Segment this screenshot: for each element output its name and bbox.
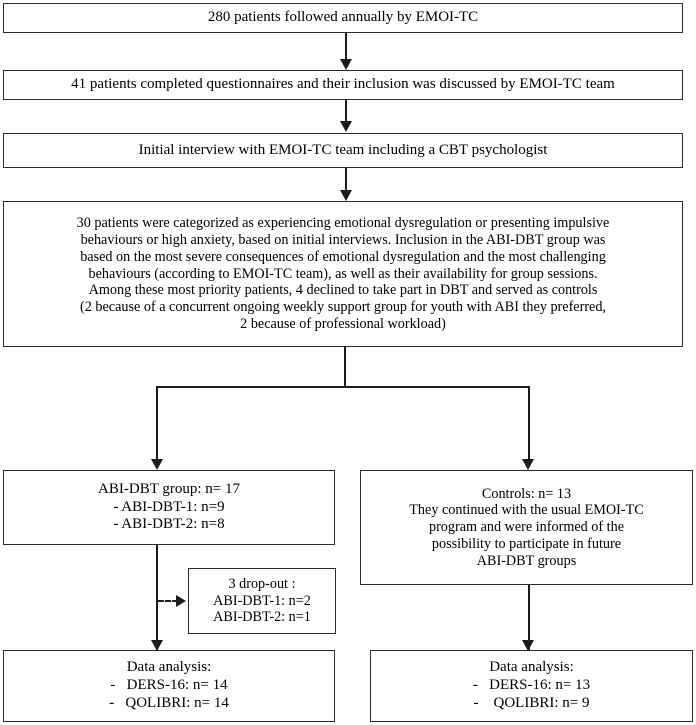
node-analysis-abi-dbt-line-0: Data analysis: bbox=[126, 659, 212, 676]
connector-categorized-stem bbox=[344, 347, 347, 388]
arrowhead-interview-to-categorized bbox=[339, 190, 352, 201]
node-categorized-line-6: 2 because of professional workload) bbox=[240, 315, 446, 332]
arrowhead-questionnaires-to-interview bbox=[339, 121, 352, 132]
arrowhead-screened-to-questionnaires bbox=[339, 59, 352, 70]
connector-abi-dbt-to-analysis bbox=[156, 545, 159, 650]
node-controls-line-1: They continued with the usual EMOI-TC bbox=[409, 502, 644, 519]
node-initial-interview-line-0: Initial interview with EMOI-TC team incl… bbox=[138, 141, 548, 158]
node-screened: 280 patients followed annually by EMOI-T… bbox=[3, 3, 683, 33]
node-categorized-line-2: based on the most severe consequences of… bbox=[80, 248, 606, 265]
node-categorized-line-3: behaviours (according to EMOI-TC team), … bbox=[88, 265, 598, 282]
node-categorized: 30 patients were categorized as experien… bbox=[3, 201, 683, 347]
node-dropout-line-2: ABI-DBT-2: n=1 bbox=[213, 609, 311, 626]
node-analysis-controls-line-0: Data analysis: bbox=[489, 659, 574, 676]
node-abi-dbt-group-line-2: - ABI-DBT-2: n=8 bbox=[113, 516, 225, 533]
arrowhead-to-controls bbox=[522, 459, 534, 470]
connector-controls-to-analysis bbox=[527, 585, 530, 650]
node-questionnaires-line-0: 41 patients completed questionnaires and… bbox=[71, 76, 615, 93]
connector-interview-to-categorized bbox=[345, 168, 348, 190]
node-analysis-controls-line-1: - DERS-16: n= 13 bbox=[472, 677, 591, 694]
connector-split-right bbox=[527, 386, 530, 462]
node-dropout-line-0: 3 drop-out : bbox=[228, 575, 296, 592]
connector-split-left bbox=[156, 386, 159, 462]
node-categorized-line-4: Among these most priority patients, 4 de… bbox=[88, 282, 598, 299]
connector-questionnaires-to-interview bbox=[345, 100, 348, 122]
node-dropout-line-1: ABI-DBT-1: n=2 bbox=[213, 592, 311, 609]
node-categorized-line-0: 30 patients were categorized as experien… bbox=[76, 215, 610, 232]
node-dropout: 3 drop-out : ABI-DBT-1: n=2 ABI-DBT-2: n… bbox=[188, 568, 336, 634]
node-abi-dbt-group-line-0: ABI-DBT group: n= 17 bbox=[98, 480, 240, 497]
node-abi-dbt-group: ABI-DBT group: n= 17 - ABI-DBT-1: n=9 - … bbox=[3, 470, 335, 545]
arrowhead-abi-dbt-to-analysis bbox=[151, 640, 163, 651]
node-controls-line-0: Controls: n= 13 bbox=[481, 485, 572, 502]
node-categorized-line-5: (2 because of a concurrent ongoing weekl… bbox=[80, 299, 606, 316]
node-controls: Controls: n= 13 They continued with the … bbox=[360, 470, 693, 585]
connector-split-bar bbox=[156, 386, 530, 389]
arrowhead-controls-to-analysis bbox=[522, 640, 534, 651]
node-initial-interview: Initial interview with EMOI-TC team incl… bbox=[3, 133, 683, 168]
node-categorized-line-1: behaviours or high anxiety, based on ini… bbox=[80, 232, 606, 249]
node-analysis-abi-dbt-line-2: - QOLIBRI: n= 14 bbox=[109, 694, 229, 711]
arrowhead-to-dropout bbox=[176, 595, 186, 607]
node-analysis-controls-line-2: - QOLIBRI: n= 9 bbox=[473, 694, 590, 711]
arrowhead-to-abi-dbt-group bbox=[151, 459, 163, 470]
connector-screened-to-questionnaires bbox=[345, 33, 348, 61]
node-analysis-abi-dbt-line-1: - DERS-16: n= 14 bbox=[110, 677, 228, 694]
node-questionnaires: 41 patients completed questionnaires and… bbox=[3, 70, 683, 100]
connector-dropout-dashed bbox=[158, 600, 178, 602]
node-analysis-controls: Data analysis: - DERS-16: n= 13 - QOLIBR… bbox=[370, 650, 693, 722]
node-controls-line-3: possibility to participate in future bbox=[431, 535, 622, 552]
node-screened-line-0: 280 patients followed annually by EMOI-T… bbox=[207, 9, 479, 26]
node-controls-line-4: ABI-DBT groups bbox=[476, 552, 577, 569]
node-analysis-abi-dbt: Data analysis: - DERS-16: n= 14 - QOLIBR… bbox=[3, 650, 335, 722]
node-controls-line-2: program and were informed of the bbox=[428, 519, 624, 536]
node-abi-dbt-group-line-1: - ABI-DBT-1: n=9 bbox=[113, 498, 225, 515]
